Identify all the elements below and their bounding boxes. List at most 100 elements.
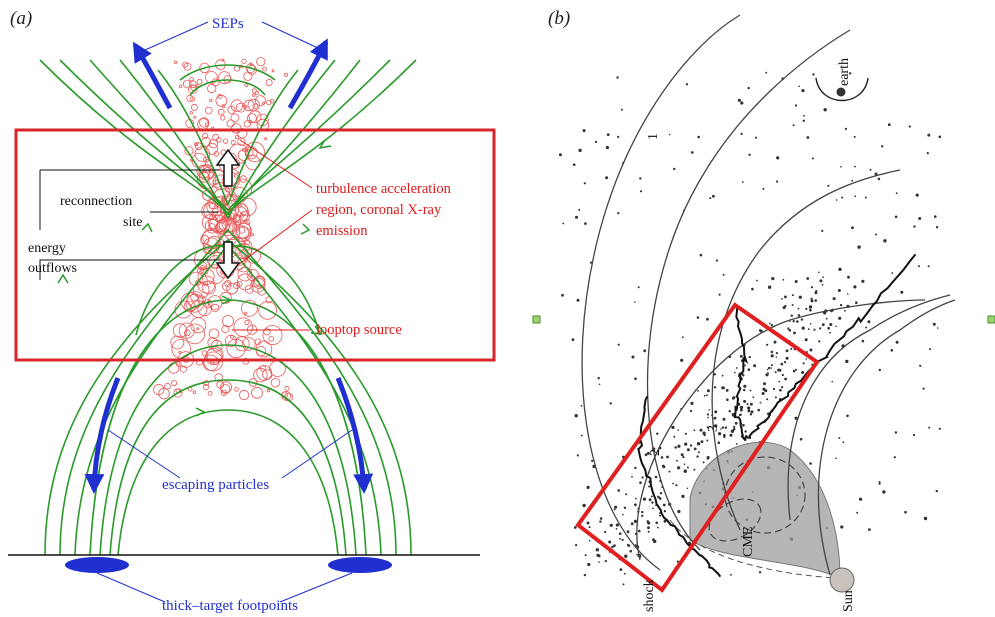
wind-dot — [810, 286, 814, 289]
wind-dot — [706, 455, 710, 459]
particle-circle — [246, 113, 257, 123]
wind-dot — [790, 347, 793, 350]
wind-dot — [781, 373, 784, 377]
wind-dot — [747, 368, 751, 372]
particle-circle — [206, 142, 218, 155]
wind-dot — [832, 297, 836, 301]
wind-dot — [663, 510, 667, 513]
wind-dot — [840, 165, 842, 168]
particle-circle — [153, 383, 165, 396]
wind-dot — [851, 179, 854, 182]
wind-dot — [835, 457, 837, 460]
reconnection-label-1: reconnection — [60, 194, 132, 209]
wind-dot — [823, 108, 827, 112]
particle-circle — [249, 62, 253, 66]
wind-dot — [639, 481, 642, 485]
wind-dot — [769, 322, 771, 325]
wind-dot — [813, 328, 816, 331]
wind-dot — [614, 505, 618, 509]
wind-dot — [774, 396, 777, 399]
wind-dot — [605, 145, 610, 150]
particle-circle — [245, 148, 254, 157]
wind-dot — [932, 322, 936, 326]
particle-circle — [243, 120, 251, 128]
wind-dot — [801, 371, 805, 374]
wind-dot — [792, 369, 796, 373]
wind-dot — [767, 372, 769, 374]
wind-dot — [812, 73, 815, 76]
particle-circle — [216, 380, 225, 389]
wind-dot — [788, 329, 792, 332]
wind-dot — [634, 466, 637, 470]
wind-dot — [659, 512, 661, 515]
particle-circle — [266, 388, 271, 393]
wind-dot — [722, 273, 725, 276]
particle-circle — [211, 303, 220, 313]
wind-dot — [734, 371, 736, 374]
wind-dot — [837, 289, 841, 292]
particle-circle — [184, 329, 191, 337]
wind-dot — [686, 466, 689, 469]
wind-dot — [847, 293, 849, 295]
wind-dot — [758, 329, 762, 332]
particle-circle — [182, 61, 189, 68]
wind-dot — [829, 323, 833, 326]
wind-dot — [881, 145, 884, 148]
wind-dot — [795, 368, 798, 371]
wind-dot — [582, 503, 586, 508]
wind-dot — [702, 431, 706, 435]
wind-dot — [639, 190, 643, 193]
wind-dot — [784, 295, 787, 299]
wind-dot — [668, 133, 671, 136]
wind-dot — [743, 388, 746, 392]
wind-dot — [864, 196, 867, 199]
particle-circle — [205, 71, 218, 84]
wind-dot — [844, 127, 848, 130]
particle-circle — [252, 93, 256, 97]
wind-dot — [618, 532, 622, 535]
wind-dot — [638, 529, 641, 533]
wind-dot — [835, 199, 838, 201]
wind-dot — [776, 156, 780, 160]
wind-dot — [751, 287, 754, 291]
wind-dot — [597, 377, 600, 380]
wind-dot — [878, 368, 881, 372]
particle-circle — [251, 233, 255, 237]
wind-dot — [766, 398, 769, 401]
wind-dot — [691, 151, 694, 154]
particle-circle — [198, 171, 210, 183]
wind-dot — [770, 350, 774, 354]
wind-dot — [735, 443, 738, 445]
wind-dot — [617, 212, 620, 215]
wind-dot — [908, 125, 911, 128]
cme-dashed-outer — [669, 519, 839, 579]
wind-dot — [844, 309, 846, 312]
wind-dot — [784, 361, 787, 364]
wind-dot — [761, 392, 765, 395]
wind-dot — [562, 222, 565, 225]
earth-orbit-arc — [815, 77, 869, 102]
wind-dot — [890, 349, 894, 352]
wind-dot — [661, 464, 665, 468]
wind-dot — [878, 482, 881, 485]
wind-dot — [938, 135, 942, 139]
wind-dot — [786, 357, 789, 360]
wind-dot — [617, 489, 620, 492]
wind-dot — [587, 562, 591, 567]
wind-dot — [671, 425, 675, 429]
particle-circle — [208, 328, 220, 340]
reconnection-label-2: site — [123, 215, 142, 230]
wind-dot — [904, 510, 907, 514]
wind-dot — [795, 104, 798, 107]
wind-dot — [874, 172, 878, 176]
wind-dot — [777, 368, 781, 372]
wind-dot — [853, 285, 857, 289]
wind-dot — [809, 462, 812, 465]
wind-dot — [928, 426, 931, 429]
wind-dot — [868, 528, 871, 531]
footpoint-left — [65, 557, 129, 573]
wind-dot — [819, 327, 822, 330]
wind-dot — [749, 389, 752, 392]
particle-circle — [196, 327, 200, 331]
particle-circle — [194, 142, 203, 151]
